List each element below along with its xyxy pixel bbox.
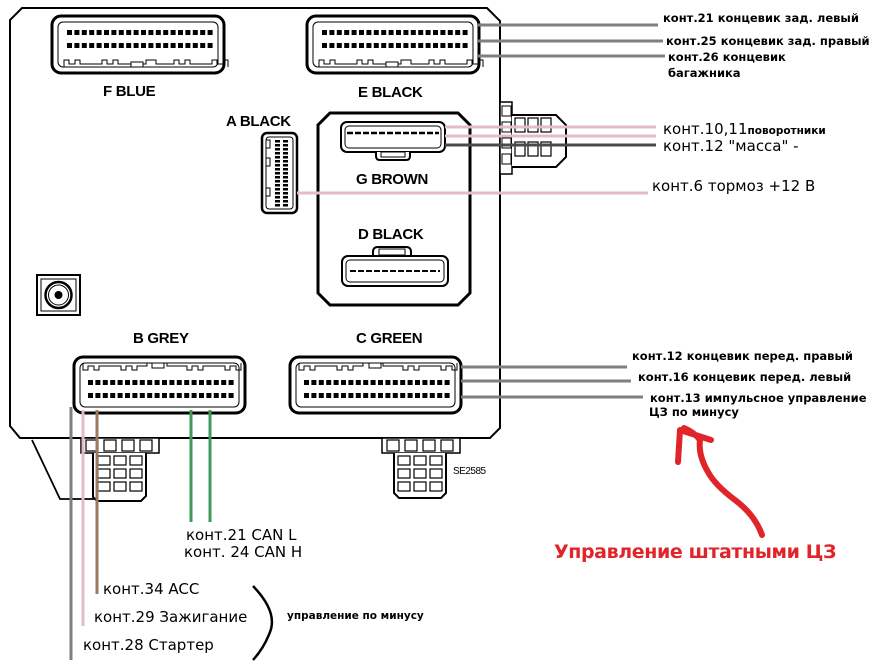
label-d-black: D BLACK: [358, 226, 424, 243]
label-c-green: C GREEN: [356, 330, 423, 347]
connector-a-black: [260, 131, 299, 215]
connector-d-black: [341, 246, 449, 287]
label-g1011-desc: поворотники: [747, 125, 826, 137]
label-b-grey: B GREY: [133, 330, 189, 347]
side-plug-right: [499, 101, 567, 175]
ground-stud-icon: [36, 274, 81, 316]
label-b21: конт.21 CAN L: [186, 526, 297, 544]
label-e25: конт.25 концевик зад. правый: [666, 34, 870, 48]
connector-f-blue: [50, 14, 229, 75]
label-g12: конт.12 "масса" -: [663, 137, 799, 155]
bottom-plug-right: [381, 437, 461, 499]
central-lock-title: Управление штатными ЦЗ: [554, 541, 837, 563]
label-c16: конт.16 концевик перед. левый: [638, 370, 852, 384]
connector-b-grey: [72, 355, 247, 415]
connector-e-black: [305, 14, 484, 75]
brace-icon: [252, 585, 274, 661]
connector-c-green: [288, 355, 463, 415]
label-c13-line1: конт.13 импульсное управление: [650, 391, 867, 405]
bottom-plug-left: [80, 437, 160, 502]
label-g-brown: G BROWN: [356, 171, 429, 188]
label-b34: конт.34 ACC: [103, 580, 200, 598]
red-arrow-icon: [675, 425, 765, 538]
label-g1011: конт.10,11поворотники: [663, 121, 826, 139]
label-e21: конт.21 концевик зад. левый: [663, 11, 859, 25]
label-g1011-pins: конт.10,11: [663, 120, 748, 138]
label-b24: конт. 24 CAN H: [184, 543, 303, 561]
label-e26-line2: багажника: [668, 66, 741, 80]
label-b28: конт.28 Стартер: [83, 636, 214, 654]
label-b29: конт.29 Зажигание: [94, 608, 248, 626]
label-e26-line1: конт.26 концевик: [668, 50, 786, 64]
label-a-black: A BLACK: [226, 113, 291, 130]
label-c12: конт.12 концевик перед. правый: [632, 349, 853, 363]
label-f-blue: F BLUE: [103, 83, 156, 100]
label-a6: конт.6 тормоз +12 В: [652, 177, 816, 195]
label-c13-line2: ЦЗ по минусу: [649, 405, 739, 419]
label-minus-control: управление по минусу: [287, 610, 424, 622]
connector-g-brown: [340, 121, 446, 161]
label-e-black: E BLACK: [358, 84, 423, 101]
part-code: SE2585: [453, 466, 486, 477]
